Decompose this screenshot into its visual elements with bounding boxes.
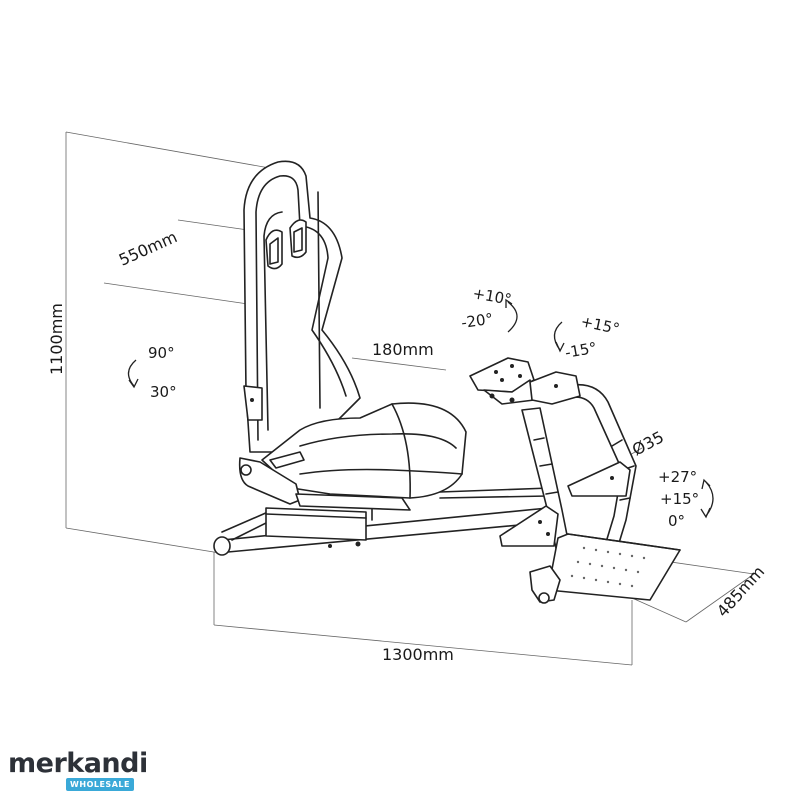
- rotation-arrows: [127, 298, 714, 519]
- wheel-stand: [469, 357, 637, 567]
- wheel-angle-top: +10°: [471, 284, 513, 309]
- shifter-angle-bottom: -15°: [564, 339, 599, 362]
- length-label: 1300mm: [382, 645, 454, 664]
- depth-label: 550mm: [116, 227, 180, 269]
- width-label: 485mm: [713, 562, 768, 621]
- backrest-angle-top: 90°: [148, 344, 175, 362]
- pedal-angle-mid: +15°: [660, 490, 699, 508]
- slide-label: 180mm: [372, 340, 434, 359]
- backrest-angle-bottom: 30°: [150, 383, 177, 401]
- wheel-angle-bottom: -20°: [460, 310, 494, 332]
- pedal-angle-top: +27°: [658, 468, 697, 486]
- tube-diameter-label: Ø35: [629, 427, 667, 459]
- racing-seat: [238, 160, 467, 511]
- pedal-plate: [529, 533, 681, 604]
- shifter-angle-top: +15°: [579, 312, 621, 338]
- merkandi-logo: merkandi WHOLESALE: [8, 748, 148, 795]
- base-frame: [213, 487, 553, 556]
- logo-badge: WHOLESALE: [66, 778, 134, 791]
- pedal-angle-bottom: 0°: [668, 512, 685, 530]
- logo-wordmark: merkandi: [8, 748, 148, 779]
- height-label: 1100mm: [47, 303, 66, 375]
